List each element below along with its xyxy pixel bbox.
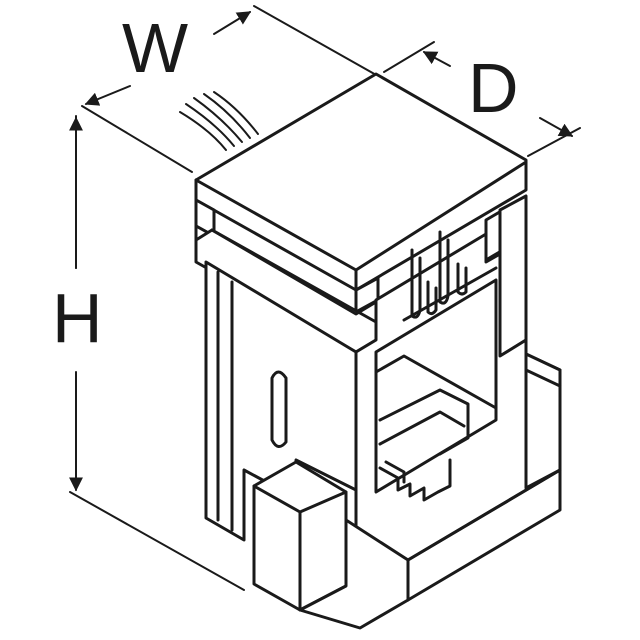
depth-dimension <box>383 41 581 157</box>
width-label: W <box>122 9 188 87</box>
wire-bundle <box>179 91 259 151</box>
height-dimension <box>69 115 245 591</box>
width-dimension <box>81 5 379 173</box>
height-label: H <box>52 279 103 357</box>
connector-body <box>194 72 562 630</box>
depth-label: D <box>468 49 519 127</box>
